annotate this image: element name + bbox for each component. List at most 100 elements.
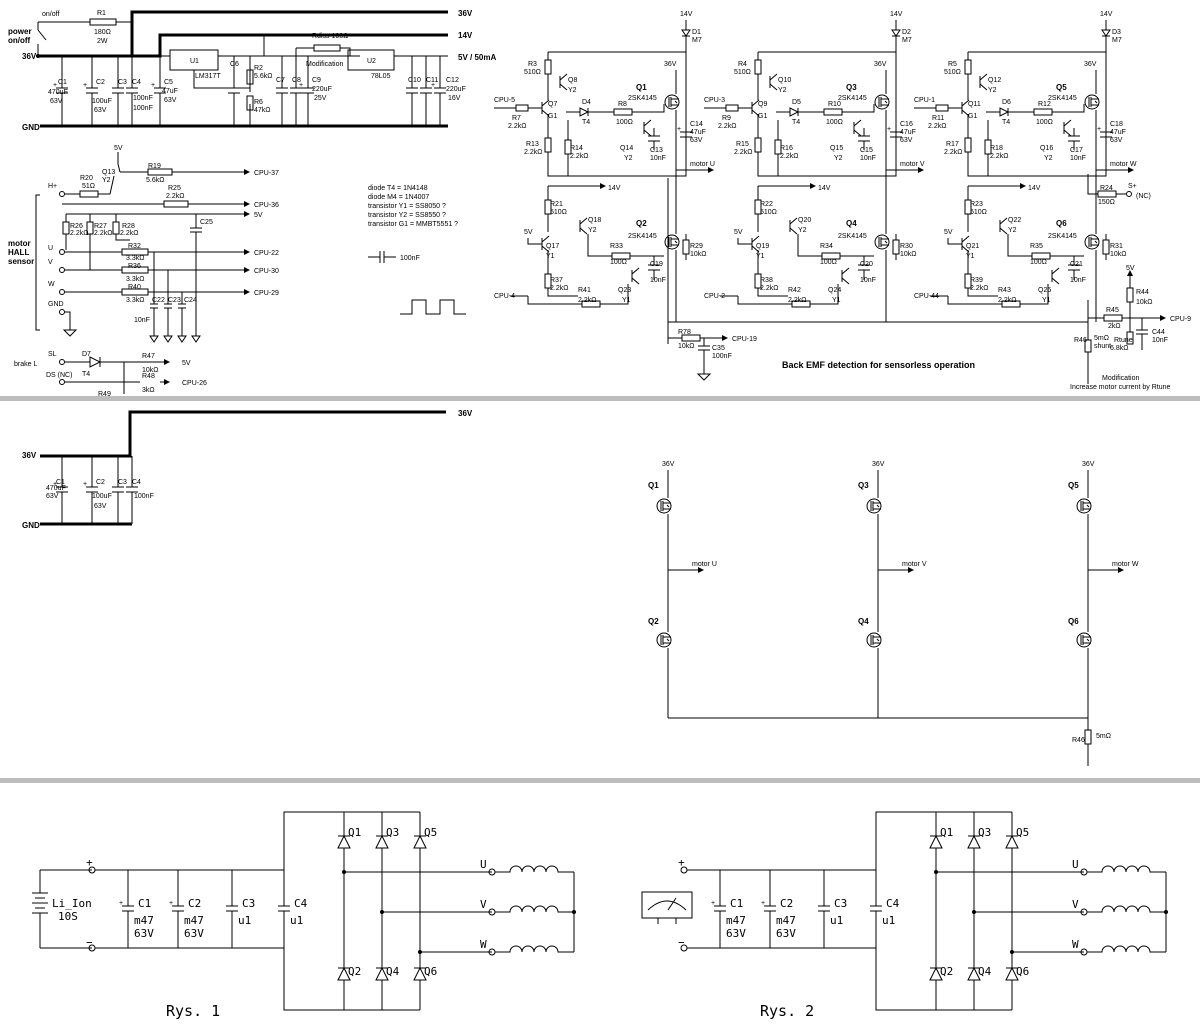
cap-legend: 100nF <box>368 251 420 263</box>
bridge-drivers: 14VD1M7R3510ΩQ8Y2Q7G1CPU-5R72.2kΩR132.2k… <box>494 11 1137 322</box>
mosfet-low <box>656 632 672 648</box>
cap-voltage: 63V <box>184 927 204 940</box>
splus-nc: (NC) <box>1136 193 1151 200</box>
mosfet-body <box>664 234 680 250</box>
resistor-label: R7 <box>512 115 521 122</box>
source-label: 10S <box>58 910 78 923</box>
c6-label: C6 <box>230 61 239 68</box>
c5-voltage: 63V <box>164 97 177 104</box>
supply-capacitor <box>434 56 446 126</box>
wire <box>527 238 578 297</box>
bus-capacitor <box>818 870 830 948</box>
rail-14v <box>38 33 448 58</box>
resistor <box>564 139 572 155</box>
resistor <box>964 137 972 153</box>
mid-c4-value: 100nF <box>134 493 154 500</box>
modification-label: Modification <box>306 61 343 68</box>
c12-voltage: 16V <box>448 95 461 102</box>
r46-shunt: shunt <box>1094 343 1111 350</box>
hall-gnd: GND <box>48 301 64 308</box>
v14-label: 14V <box>1028 185 1041 192</box>
diode-label: D1 <box>692 29 701 36</box>
cpu-label: CPU-44 <box>914 293 939 300</box>
phase-driver-1: 14VD1M7R3510ΩQ8Y2Q7G1CPU-5R72.2kΩR132.2k… <box>494 11 715 322</box>
transistor-label: Q22 <box>1008 217 1021 224</box>
rail-36v-label: 36V <box>458 9 473 18</box>
resistor <box>725 104 739 112</box>
cpu-label: CPU-4 <box>494 293 515 300</box>
c3-label: C3 <box>118 79 127 86</box>
capacitor <box>858 256 870 280</box>
minus-sign: − <box>678 936 685 949</box>
rail-label: 36V <box>872 461 885 468</box>
resistor <box>823 108 843 116</box>
hall-v: V <box>48 259 53 266</box>
cap-label: C4 <box>294 897 308 910</box>
c9-label: C9 <box>312 77 321 84</box>
v14-label: 14V <box>1100 11 1113 18</box>
transistor-label: Q14 <box>620 145 633 152</box>
transistor-type: Y1 <box>546 253 555 260</box>
v14-label: 14V <box>608 185 621 192</box>
q-label: Q5 <box>1016 826 1029 839</box>
resistor-label: R15 <box>736 141 749 148</box>
r25-value: 2.2kΩ <box>166 193 184 200</box>
r27-value: 2.2kΩ <box>94 230 112 237</box>
note-line: diode T4 = 1N4148 <box>368 185 428 192</box>
section-divider <box>0 396 1200 401</box>
transistor <box>643 119 652 137</box>
supply-line <box>1088 20 1111 177</box>
resistor-label: R23 <box>970 201 983 208</box>
supply-capacitor <box>302 56 314 126</box>
transistor <box>979 73 988 91</box>
minus-sign: − <box>86 936 93 949</box>
resistor-label: R31 <box>1110 243 1123 250</box>
capacitor-value: 47uF <box>1110 129 1126 136</box>
diode-label: D5 <box>792 99 801 106</box>
polarity-mark: + <box>761 900 765 907</box>
mosfet-label: Q4 <box>858 617 869 626</box>
mosfet-symbol <box>1080 635 1091 645</box>
mosfet-part: 2SK4145 <box>838 233 867 240</box>
motor-winding <box>495 945 574 953</box>
resistor <box>544 137 552 153</box>
resistor <box>774 139 782 155</box>
cap-value: m47 <box>134 914 154 927</box>
mosfet-body <box>866 498 882 514</box>
q-label: Q2 <box>940 965 953 978</box>
cap-label: C1 <box>730 897 743 910</box>
r6-value: 47kΩ <box>254 107 271 114</box>
resistor-value: 510Ω <box>524 69 541 76</box>
r6-label: R6 <box>254 99 263 106</box>
c2-value: 100uF <box>92 98 112 105</box>
mosfet-low <box>1076 632 1092 648</box>
c24-label: C24 <box>184 297 197 304</box>
motor-label: motor U <box>692 561 717 568</box>
resistor-label: R37 <box>550 277 563 284</box>
c11-label: C11 <box>426 77 438 84</box>
bus-capacitor <box>172 870 184 948</box>
motor-label: motor V <box>902 561 927 568</box>
r1-value: 180Ω <box>94 29 111 36</box>
r36-value: 3.3kΩ <box>126 276 144 283</box>
resistor-label: R35 <box>1030 243 1043 250</box>
d7-label: D7 <box>82 351 91 358</box>
polarity-mark: + <box>119 900 123 907</box>
mosfet-symbol <box>1088 237 1099 247</box>
transistor <box>1063 119 1072 137</box>
transistor-type: Y1 <box>622 297 631 304</box>
q-label: Q6 <box>1016 965 1029 978</box>
gate-line <box>566 104 665 117</box>
r2-value: 5.6kΩ <box>254 73 272 80</box>
power-supply-section: on/off power on/off 36V R1 180Ω 2W 36V 1… <box>8 9 496 132</box>
wire <box>587 234 664 257</box>
wire <box>737 238 788 297</box>
wire <box>720 284 839 305</box>
hall-w: W <box>48 281 55 288</box>
bus-capacitor <box>870 870 882 948</box>
simplified-bridge: 36V 36V GND ++ C1 470uF 63V C2 100uF 63V… <box>22 409 1139 766</box>
resistor-value: 10kΩ <box>1110 251 1127 258</box>
cpu36-label: CPU-36 <box>254 202 279 209</box>
v5-label: 5V <box>734 229 743 236</box>
u2-regulator <box>347 49 395 71</box>
